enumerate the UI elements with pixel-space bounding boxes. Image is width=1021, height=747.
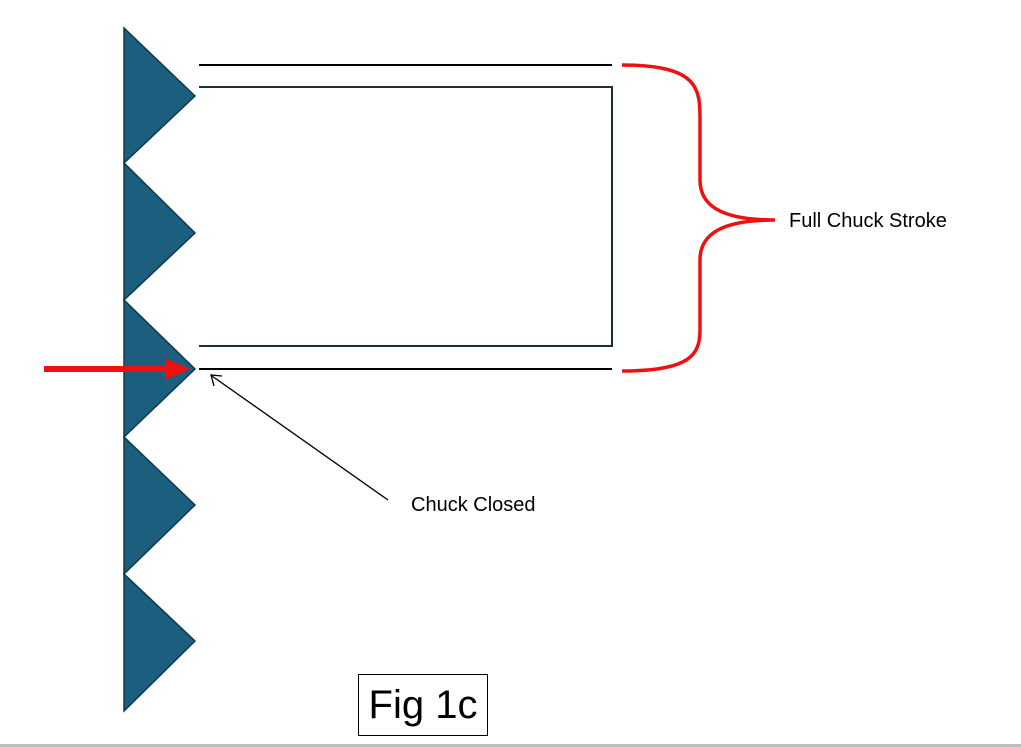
tooth-1 [123, 26, 197, 165]
tooth-4 [123, 435, 197, 576]
bottom-divider [0, 744, 1021, 747]
pointer-arrow-icon [210, 374, 389, 501]
red-arrow-icon [44, 358, 190, 380]
workpiece-frame [199, 86, 613, 347]
chuck-closed-label: Chuck Closed [411, 494, 536, 516]
stroke-brace [621, 63, 776, 373]
tooth-2 [123, 161, 197, 302]
tooth-5 [123, 572, 197, 713]
figure-caption: Fig 1c [358, 674, 488, 736]
full-chuck-stroke-label: Full Chuck Stroke [789, 210, 947, 232]
